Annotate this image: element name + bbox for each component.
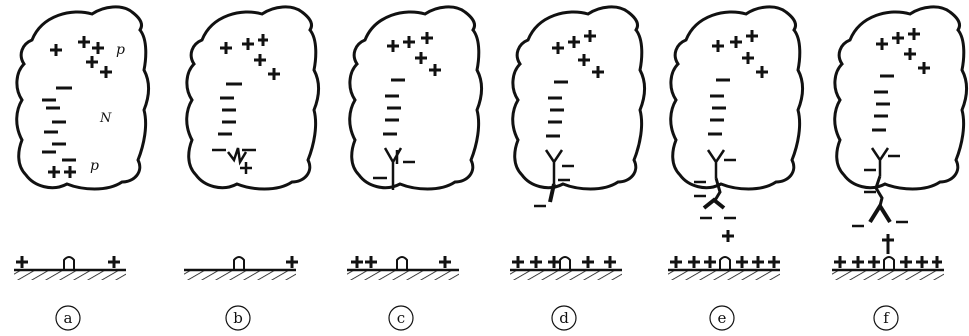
panel-c: c [347,5,484,331]
ground [184,256,298,280]
ground [832,256,944,280]
mark-n: N [99,111,112,126]
panel-e: e [668,5,805,331]
cloud-outline [833,5,969,191]
panel-label-c: c [388,305,414,331]
mark-p-bottom: p [90,158,99,174]
cloud-outline [669,5,805,191]
ground [668,256,780,280]
panel-label-b: b [225,305,251,331]
upward-streamer [882,234,894,254]
panel-label-e: e [709,305,735,331]
stepped-leader [534,149,574,208]
positive-charges-top [712,30,768,78]
panel-d: d [510,5,647,331]
positive-charges-top [387,32,441,76]
panel-label-a: a [55,305,81,331]
negative-charges [546,80,568,138]
stepped-leader [694,149,736,220]
svg-text:e: e [718,309,727,327]
upward-streamer [722,230,734,242]
cloud-outline [185,5,321,191]
stepped-leader [373,147,415,190]
svg-text:f: f [883,309,890,327]
cloud-outline [15,5,151,191]
panel-a: p N p a [14,5,151,331]
svg-text:c: c [397,309,405,327]
positive-charges-top [552,30,604,78]
stepped-leader [852,147,908,228]
negative-charges [872,74,894,132]
leader-start [212,147,256,174]
negative-charges [42,86,76,162]
negative-charges [218,82,242,136]
svg-text:d: d [559,309,569,327]
svg-text:a: a [64,309,73,327]
cloud-outline [348,5,484,191]
panel-f: f [832,5,969,331]
cloud-outline [511,5,647,191]
positive-charges-bottom [48,166,76,178]
positive-charges-top [50,36,112,78]
ground [347,256,459,280]
positive-charges-top [220,34,280,80]
positive-charges-top [876,28,930,74]
ground [510,256,622,280]
negative-charges [708,78,730,136]
panel-label-d: d [551,305,577,331]
negative-charges [383,78,405,136]
svg-text:b: b [233,309,243,327]
panel-label-f: f [873,305,899,331]
mark-p-top: p [116,42,125,58]
ground [14,256,126,280]
panel-b: b [184,5,321,331]
